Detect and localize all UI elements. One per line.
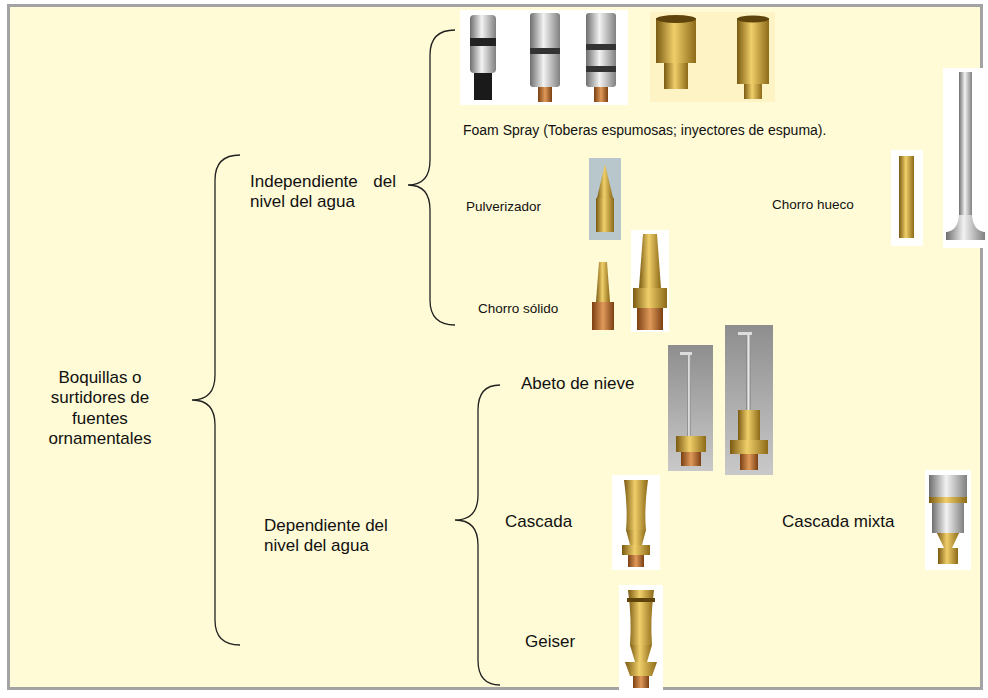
mixed-cascade-nozzle-photo-part	[929, 497, 967, 503]
foam-nozzle-photo-part	[650, 12, 775, 102]
geyser-nozzle-photo-part	[628, 590, 654, 645]
spray-nozzle-photo-part	[596, 198, 614, 232]
geyser-nozzle-photo-part	[625, 662, 657, 676]
hollow-jet-nozzle-photo-part	[959, 72, 972, 222]
hollow-jet-nozzle-photo-part	[943, 68, 987, 248]
nozzle-label: Geiser	[525, 632, 575, 652]
snow-fir-nozzle-photo	[668, 325, 773, 475]
mixed-cascade-nozzle-photo-part	[938, 548, 958, 564]
cascade-nozzle-photo-part	[626, 530, 646, 545]
foam-nozzle-photo-part	[656, 15, 696, 23]
spray-nozzle-photo-part	[589, 158, 621, 240]
foam-nozzle-photo-part	[538, 87, 552, 102]
snow-fir-nozzle-photo-part	[730, 440, 768, 454]
mixed-cascade-nozzle-photo-part	[937, 533, 959, 548]
geyser-nozzle-photo	[619, 585, 663, 691]
snow-fir-nozzle-photo-part	[668, 345, 713, 471]
nozzle-label: Chorro sólido	[478, 301, 558, 317]
snow-fir-nozzle-photo-part	[676, 436, 706, 452]
foam-nozzle-photo-part	[460, 10, 628, 105]
foam-nozzle-photo-part	[586, 44, 616, 50]
nozzle-label: Cascada mixta	[782, 512, 894, 532]
brace-part	[408, 30, 455, 325]
foam-nozzle-photo-part	[744, 84, 762, 99]
cascade-nozzle-photo-part	[624, 480, 648, 530]
foam-nozzle-photo-part	[470, 38, 496, 46]
solid-jet-nozzle-photo-part	[631, 230, 669, 332]
nozzle-label: Foam Spray (Toberas espumosas; inyectore…	[463, 122, 826, 139]
solid-jet-nozzle-photo-part	[633, 288, 667, 308]
foam-nozzle-photo-part	[530, 13, 560, 87]
mixed-cascade-nozzle-photo	[925, 470, 971, 570]
category-label: Independiente del nivel del agua	[250, 172, 396, 213]
nozzle-label: Cascada	[505, 512, 572, 532]
geyser-nozzle-photo-part	[630, 645, 652, 662]
solid-jet-nozzle-photo-part	[596, 262, 610, 302]
root-label: Boquillas o surtidores de fuentes orname…	[33, 368, 167, 450]
solid-jet-nozzle-photo-part	[639, 234, 661, 288]
snow-fir-nozzle-photo-part	[680, 352, 692, 355]
snow-fir-nozzle-photo-part	[738, 332, 752, 335]
nozzle-label: Abeto de nieve	[521, 374, 634, 394]
foam-nozzle-photo-part	[594, 87, 608, 102]
solid-jet-nozzle-photo-part	[592, 302, 614, 330]
solid-jet-nozzle-photo-part	[637, 308, 663, 330]
snow-fir-nozzle-photo-part	[681, 452, 701, 466]
cascade-nozzle-photo	[612, 475, 660, 570]
foam-nozzle-photo-part	[474, 73, 492, 100]
category-label: Dependiente del nivel del agua	[264, 516, 406, 557]
cascade-nozzle-photo-part	[612, 475, 660, 570]
snow-fir-nozzle-photo-part	[725, 325, 773, 475]
geyser-nozzle-photo-part	[633, 676, 649, 688]
snow-fir-nozzle-photo-part	[687, 352, 691, 440]
foam-nozzle-photo-part	[737, 16, 769, 23]
hollow-jet-nozzle-photo-part	[947, 215, 984, 232]
brace	[192, 30, 500, 685]
foam-nozzle-photo-part	[586, 13, 616, 87]
background-panel	[7, 4, 983, 690]
foam-nozzle-photo-part	[656, 18, 696, 63]
nozzle-label: Pulverizador	[466, 199, 541, 215]
spray-nozzle-photo	[589, 158, 621, 240]
cascade-nozzle-photo-part	[622, 545, 650, 555]
snow-fir-nozzle-photo-part	[746, 332, 751, 412]
foam-nozzle-photo	[460, 10, 775, 105]
nozzle-label: Chorro hueco	[772, 197, 854, 213]
snow-fir-nozzle-photo-part	[738, 410, 760, 440]
hollow-jet-nozzle-photo-part	[946, 232, 985, 240]
geyser-nozzle-photo-part	[627, 598, 655, 602]
solid-jet-nozzle-photo	[592, 230, 669, 332]
brace-part	[455, 385, 500, 685]
foam-nozzle-photo-part	[586, 66, 616, 72]
hollow-jet-nozzle-photo	[891, 68, 987, 248]
cascade-nozzle-photo-part	[628, 555, 644, 567]
foam-nozzle-photo-part	[737, 18, 769, 84]
spray-nozzle-photo-part	[597, 164, 613, 198]
snow-fir-nozzle-photo-part	[740, 454, 758, 470]
brace-part	[192, 155, 240, 645]
mixed-cascade-nozzle-photo-part	[929, 475, 967, 497]
foam-nozzle-photo-part	[530, 48, 560, 54]
geyser-nozzle-photo-part	[619, 585, 663, 691]
foam-nozzle-photo-part	[470, 15, 496, 73]
foam-nozzle-photo-part	[664, 63, 688, 89]
mixed-cascade-nozzle-photo-part	[925, 470, 971, 570]
hollow-jet-nozzle-photo-part	[899, 156, 914, 238]
mixed-cascade-nozzle-photo-part	[932, 503, 964, 533]
hollow-jet-nozzle-photo-part	[891, 150, 923, 246]
